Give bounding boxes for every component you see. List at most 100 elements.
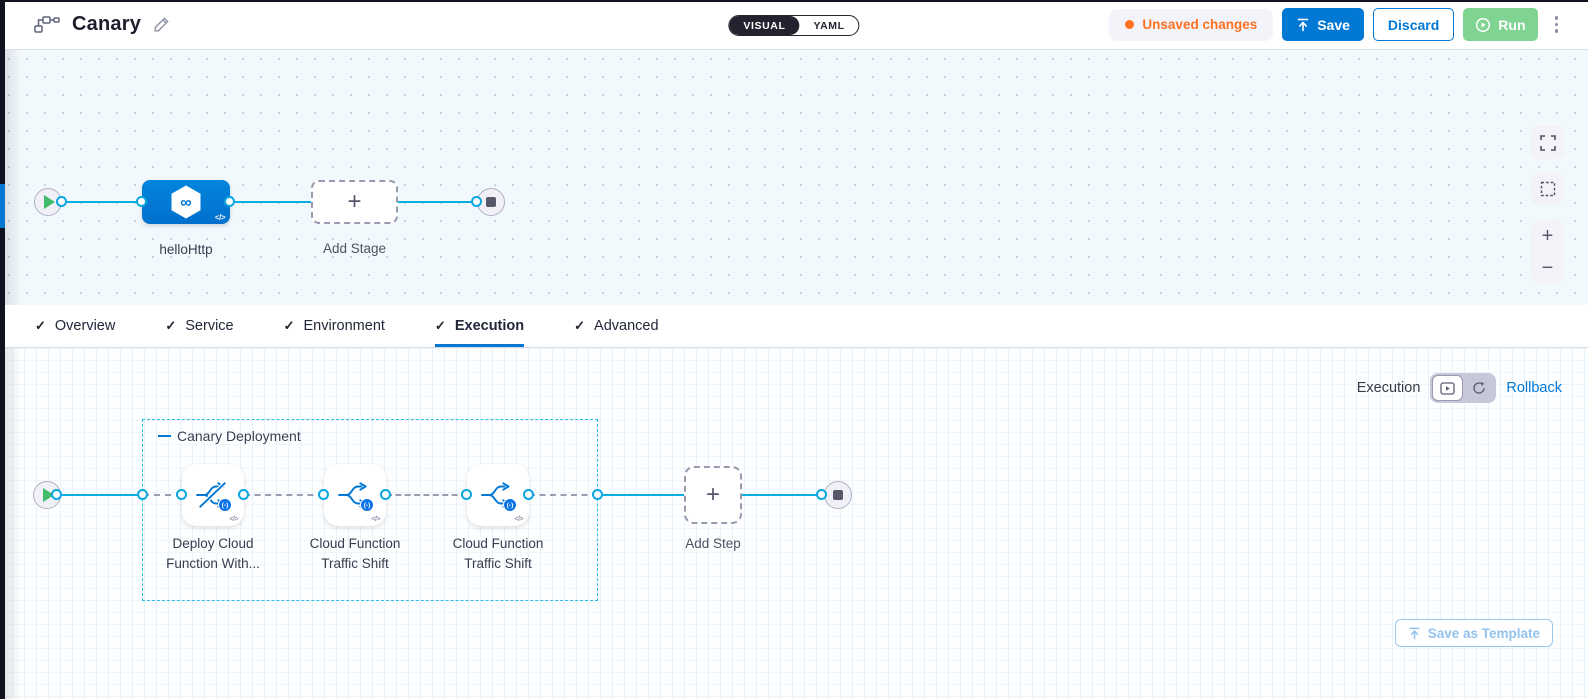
stage-node-hellohttp[interactable]: ∞ </>: [142, 180, 230, 224]
tab-overview[interactable]: ✓ Overview: [35, 318, 116, 334]
stage-tabbar: ✓ Overview ✓ Service ✓ Environment ✓ Exe…: [0, 305, 1588, 647]
run-play-icon: [1475, 17, 1491, 33]
fullscreen-button[interactable]: [1531, 126, 1564, 159]
step-label: Cloud Function Traffic Shift: [452, 536, 544, 571]
port-ring: [523, 489, 534, 500]
header: Canary VISUAL YAML Unsaved changes: [0, 0, 1588, 50]
toggle-yaml[interactable]: YAML: [813, 19, 845, 32]
group-header: Canary Deployment: [158, 428, 301, 444]
tab-service[interactable]: ✓ Service: [165, 318, 234, 334]
cloud-function-badge-icon: (-): [218, 498, 232, 512]
code-icon: </>: [514, 516, 523, 523]
execution-end-node: [824, 481, 852, 509]
execution-rollback-toggle: [1430, 373, 1497, 403]
pipeline-end-node: [477, 188, 505, 216]
code-icon: </>: [371, 516, 380, 523]
stop-square-icon: [833, 490, 843, 500]
port-ring: [224, 196, 235, 207]
step-node-traffic-shift-1[interactable]: (-) </>: [324, 464, 386, 526]
check-icon: ✓: [165, 318, 177, 333]
stop-square-icon: [486, 197, 496, 207]
cloud-function-badge-icon: (-): [503, 498, 517, 512]
add-stage-label: Add Stage: [322, 241, 387, 256]
port-ring: [51, 489, 62, 500]
rollback-link[interactable]: Rollback: [1506, 380, 1562, 396]
fit-to-screen-button[interactable]: [1531, 172, 1564, 205]
step-connector-dashed: [244, 494, 324, 496]
run-button[interactable]: Run: [1463, 8, 1538, 41]
step-connector-line: [56, 494, 143, 496]
zoom-in-button[interactable]: +: [1541, 225, 1554, 247]
serverless-hexagon-icon: ∞: [171, 185, 201, 219]
svg-text:∞: ∞: [180, 195, 191, 212]
pipeline-canvas[interactable]: ∞ </> helloHttp + Add Stage + −: [0, 50, 1588, 305]
port-ring: [56, 196, 67, 207]
step-label: Cloud Function Traffic Shift: [309, 536, 401, 571]
rollback-view-button[interactable]: [1463, 375, 1494, 401]
upload-icon: [1296, 18, 1310, 32]
step-connector-dashed: [143, 494, 182, 496]
zoom-controls: + −: [1531, 220, 1564, 284]
code-icon: </>: [229, 516, 238, 523]
cloud-function-badge-icon: (-): [360, 498, 374, 512]
port-ring: [816, 489, 827, 500]
start-play-icon: [44, 195, 55, 209]
fullscreen-icon: [1539, 134, 1556, 151]
port-ring: [176, 489, 187, 500]
plus-icon: +: [705, 481, 720, 508]
window-top-edge: [0, 0, 1588, 2]
pipeline-icon: [34, 15, 60, 35]
step-connector-line: [598, 494, 684, 496]
more-options-kebab-icon[interactable]: [1547, 12, 1567, 37]
template-upload-icon: [1409, 627, 1420, 639]
port-ring: [471, 196, 482, 207]
start-play-icon: [43, 488, 54, 502]
check-icon: ✓: [283, 318, 295, 333]
tab-advanced[interactable]: ✓ Advanced: [574, 318, 659, 334]
execution-mode-controls: Execution Rollback: [1357, 373, 1562, 403]
check-icon: ✓: [35, 318, 46, 333]
check-icon: ✓: [434, 318, 446, 333]
execution-view-icon: [1440, 381, 1456, 395]
collapse-minus-icon[interactable]: [158, 434, 171, 438]
collapsed-nav-sliver: [0, 0, 5, 699]
step-connector-dashed: [529, 494, 598, 496]
step-node-deploy-cloud-function[interactable]: (-) </>: [182, 464, 244, 526]
tab-execution[interactable]: ✓ Execution: [435, 305, 524, 347]
code-icon: </>: [214, 213, 226, 222]
port-ring: [461, 489, 472, 500]
port-ring: [380, 489, 391, 500]
port-ring: [136, 196, 147, 207]
pipeline-title: Canary: [72, 13, 142, 35]
port-ring: [592, 489, 603, 500]
zoom-out-button[interactable]: −: [1541, 257, 1554, 279]
step-connector-dashed: [386, 494, 467, 496]
unsaved-changes-badge: Unsaved changes: [1109, 8, 1274, 41]
edit-pencil-icon[interactable]: [153, 16, 170, 33]
check-icon: ✓: [574, 318, 586, 333]
stage-connector-line: [48, 201, 490, 203]
step-connector-line: [742, 494, 824, 496]
add-step-button[interactable]: +: [684, 466, 742, 524]
tab-environment[interactable]: ✓ Environment: [283, 318, 385, 334]
nav-accent-segment: [0, 184, 5, 228]
execution-view-button[interactable]: [1432, 375, 1464, 401]
step-node-traffic-shift-2[interactable]: (-) </>: [467, 464, 529, 526]
step-label: Deploy Cloud Function With...: [166, 536, 260, 571]
toggle-visual[interactable]: VISUAL: [729, 16, 800, 35]
rollback-view-icon: [1473, 381, 1485, 394]
stage-name-label: helloHttp: [159, 242, 213, 257]
port-ring: [137, 489, 148, 500]
add-stage-button[interactable]: +: [311, 180, 398, 224]
canary-deployment-group: [142, 419, 598, 601]
discard-button[interactable]: Discard: [1372, 8, 1455, 41]
marquee-select-icon: [1540, 181, 1555, 196]
execution-canvas[interactable]: Execution Rollback: [0, 348, 1588, 699]
execution-mode-label: Execution: [1356, 380, 1421, 396]
save-as-template-button[interactable]: Save as Template: [1394, 619, 1553, 647]
save-button[interactable]: Save: [1282, 8, 1364, 41]
port-ring: [238, 489, 249, 500]
unsaved-dot-icon: [1125, 20, 1135, 29]
group-title: Canary Deployment: [177, 428, 301, 444]
